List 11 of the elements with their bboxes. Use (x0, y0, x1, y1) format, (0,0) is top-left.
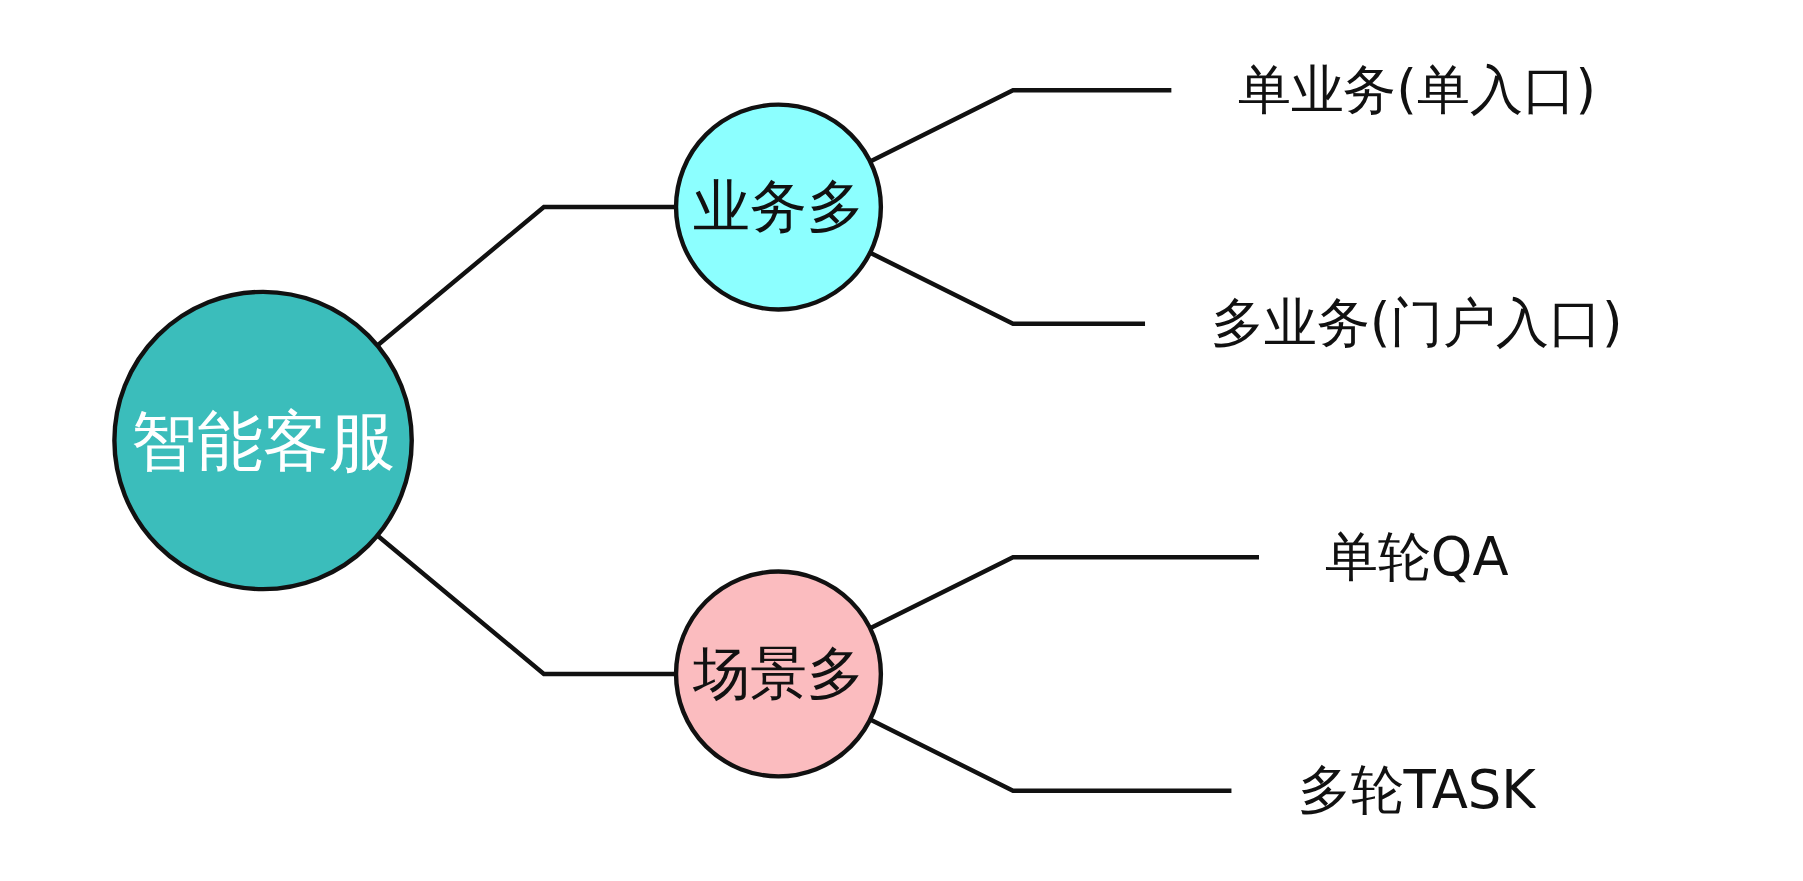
connector (869, 250, 1146, 326)
node-text: 单业务(单入口) (1237, 59, 1597, 122)
connector (869, 717, 1232, 793)
node-text: 多轮TASK (1297, 759, 1537, 822)
node-text: 多业务(门户入口) (1211, 292, 1623, 355)
node-circle: 智能客服 (112, 289, 414, 592)
connector (869, 555, 1260, 631)
connector (869, 88, 1172, 164)
node-circle: 业务多 (673, 102, 884, 312)
node-circle: 场景多 (673, 569, 884, 779)
node-text: 单轮QA (1325, 526, 1509, 589)
